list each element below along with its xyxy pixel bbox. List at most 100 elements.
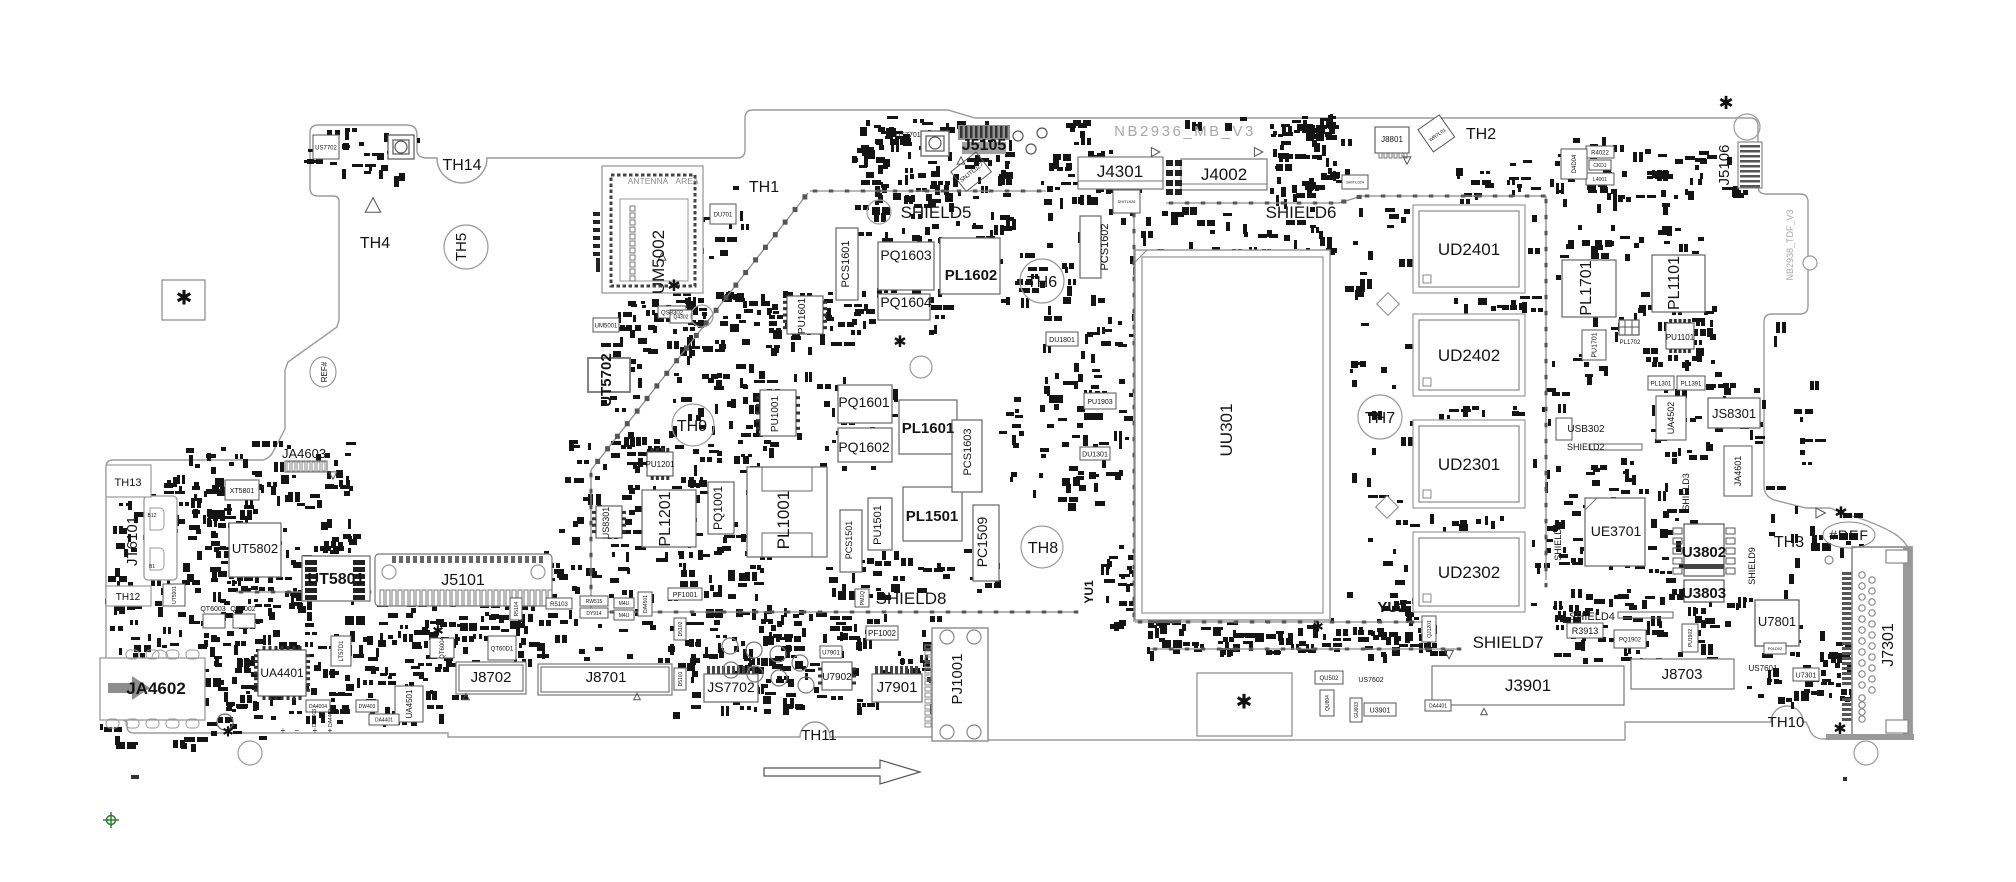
svg-text:✱: ✱ [176, 288, 193, 310]
svg-text:QU502: QU502 [1319, 676, 1339, 682]
svg-text:U7301: U7301 [1796, 672, 1817, 679]
svg-text:PCS1601: PCS1601 [840, 240, 852, 287]
svg-text:PL1701: PL1701 [1578, 260, 1595, 315]
svg-text:PU1101: PU1101 [1666, 333, 1695, 342]
svg-text:J5106: J5106 [1716, 145, 1733, 186]
svg-text:PL1702: PL1702 [1620, 340, 1641, 346]
svg-text:✱: ✱ [1236, 692, 1253, 714]
svg-text:QU804: QU804 [1325, 695, 1331, 711]
svg-text:J8801: J8801 [1381, 135, 1403, 144]
svg-text:J5101: J5101 [441, 572, 485, 589]
svg-text:US7702: US7702 [315, 145, 337, 151]
svg-text:PQ1601: PQ1601 [838, 394, 890, 410]
svg-text:TH11: TH11 [801, 727, 837, 744]
svg-text:DA4401: DA4401 [1429, 704, 1447, 710]
svg-text:J8702: J8702 [471, 669, 512, 686]
svg-text:DA4402: DA4402 [328, 709, 334, 727]
svg-text:TH6: TH6 [1027, 274, 1057, 291]
svg-text:PCS1602: PCS1602 [1099, 223, 1111, 270]
svg-text:SHIELD6: SHIELD6 [1266, 203, 1337, 222]
svg-text:J7901: J7901 [877, 679, 918, 696]
svg-text:US7601: US7601 [1749, 664, 1778, 673]
svg-text:SHIELD2: SHIELD2 [1567, 442, 1605, 452]
svg-text:TH10: TH10 [1768, 714, 1805, 731]
svg-text:PL1001: PL1001 [774, 491, 793, 550]
svg-text:JS8301: JS8301 [1712, 406, 1756, 421]
svg-text:PL1101: PL1101 [1666, 256, 1683, 310]
svg-text:PL1602: PL1602 [945, 267, 998, 284]
svg-text:UA4502: UA4502 [1666, 402, 1676, 435]
svg-text:ANTENNA: ANTENNA [628, 176, 669, 186]
svg-text:−: − [295, 726, 300, 735]
svg-text:AREA: AREA [675, 176, 698, 186]
svg-text:TH4: TH4 [360, 235, 390, 252]
svg-text:PL1501: PL1501 [906, 508, 959, 525]
svg-text:SHITL024: SHITL024 [1346, 180, 1365, 185]
svg-text:UU301: UU301 [1217, 404, 1236, 457]
svg-text:YU1: YU1 [1082, 580, 1096, 604]
svg-text:JS7702: JS7702 [707, 679, 755, 695]
svg-text:UT5702: UT5702 [598, 353, 615, 406]
svg-text:JT6101: JT6101 [124, 516, 141, 566]
svg-text:L4001: L4001 [1593, 177, 1607, 183]
svg-text:R4022: R4022 [1591, 150, 1609, 156]
svg-text:UT5802: UT5802 [232, 541, 278, 556]
svg-text:J8701: J8701 [586, 669, 627, 686]
svg-text:PJ1001: PJ1001 [949, 654, 966, 705]
svg-text:UM5002: UM5002 [649, 230, 668, 294]
svg-text:U7801: U7801 [1758, 614, 1796, 629]
svg-text:U3803: U3803 [1682, 585, 1726, 602]
svg-text:NB2938_TDF_V3: NB2938_TDF_V3 [1785, 209, 1795, 280]
svg-text:J3901: J3901 [1505, 676, 1551, 695]
svg-text:CKD1: CKD1 [1593, 163, 1607, 169]
svg-text:DY914: DY914 [586, 611, 602, 617]
svg-text:DW403: DW403 [359, 704, 376, 710]
svg-text:NB2936_MB_V3: NB2936_MB_V3 [1114, 123, 1256, 140]
svg-text:DA4004: DA4004 [309, 704, 327, 710]
svg-text:QS8302: QS8302 [661, 310, 684, 316]
svg-text:D4D04: D4D04 [1572, 154, 1578, 173]
svg-text:LT57D1: LT57D1 [339, 640, 345, 662]
svg-text:✱: ✱ [1312, 619, 1324, 635]
svg-text:B12: B12 [148, 513, 157, 519]
svg-text:✱: ✱ [432, 623, 444, 639]
svg-text:TH9: TH9 [677, 418, 707, 435]
svg-text:SHIELD8: SHIELD8 [876, 589, 947, 608]
svg-text:R3913: R3913 [1572, 626, 1599, 636]
svg-text:+: + [328, 726, 333, 735]
svg-text:U7901: U7901 [822, 650, 840, 656]
svg-text:PU1903: PU1903 [1087, 399, 1112, 406]
svg-text:P01D02: P01D02 [1768, 646, 1783, 651]
svg-text:JA4603: JA4603 [282, 446, 326, 461]
svg-text:TH1: TH1 [749, 179, 779, 196]
svg-text:R5103: R5103 [550, 602, 568, 608]
svg-text:PU1201: PU1201 [646, 460, 675, 469]
svg-text:US7602: US7602 [1358, 677, 1383, 684]
svg-text:SHIELD7: SHIELD7 [1473, 633, 1544, 652]
svg-text:QT6003: QT6003 [200, 606, 225, 613]
svg-text:PU1001: PU1001 [770, 395, 781, 432]
svg-text:UT5901: UT5901 [172, 586, 178, 604]
svg-text:✱: ✱ [222, 724, 234, 740]
svg-text:UD2301: UD2301 [1438, 455, 1500, 474]
svg-text:DU1801: DU1801 [1049, 337, 1075, 344]
svg-text:SHIELD4: SHIELD4 [1569, 611, 1615, 623]
svg-text:TH2: TH2 [1466, 126, 1496, 143]
svg-text:D5102: D5102 [678, 621, 684, 636]
svg-text:UE3701: UE3701 [1591, 523, 1642, 539]
svg-text:DA4403: DA4403 [312, 709, 318, 727]
svg-text:SHIELD3: SHIELD3 [1681, 473, 1691, 511]
svg-text:TH8: TH8 [1028, 540, 1058, 557]
svg-text:PF1001: PF1001 [673, 592, 698, 599]
svg-text:TH12: TH12 [116, 592, 141, 603]
svg-text:SHITL026: SHITL026 [1117, 199, 1136, 204]
svg-text:PM1Q: PM1Q [860, 591, 866, 605]
svg-text:Q4302: Q4302 [673, 315, 688, 321]
svg-text:UM5001: UM5001 [595, 323, 618, 329]
svg-text:M4U: M4U [619, 601, 630, 607]
svg-text:✱: ✱ [1833, 721, 1846, 738]
svg-text:J4301: J4301 [1097, 162, 1143, 181]
svg-text:J8703: J8703 [1662, 666, 1703, 683]
svg-text:✱: ✱ [667, 278, 680, 295]
svg-text:U3802: U3802 [1682, 544, 1726, 561]
